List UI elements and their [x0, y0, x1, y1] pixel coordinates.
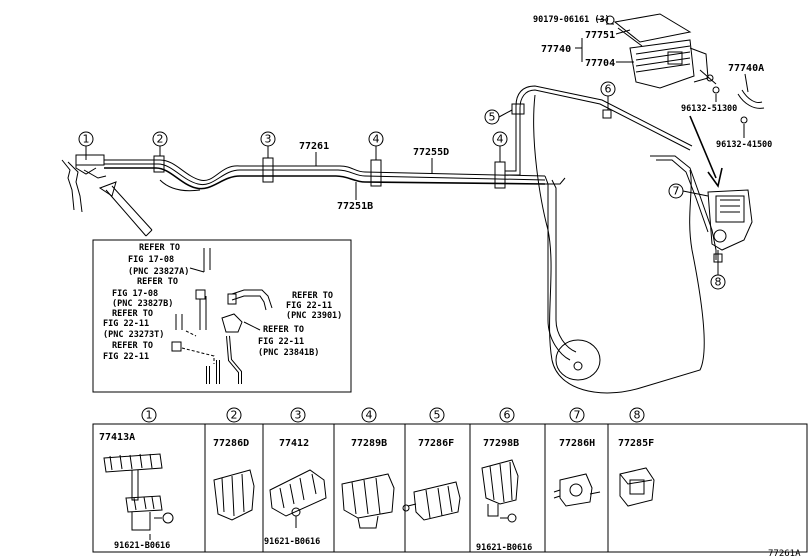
svg-text:FIG 17-08: FIG 17-08	[112, 289, 158, 299]
inset-ref-4: REFER TO FIG 22-11	[103, 341, 153, 362]
clamp-77298B-drawing	[481, 459, 519, 523]
clamp-table: 1 2 3 4 5 6 7 8 77413A 77286D 77412 7728…	[92, 407, 808, 553]
svg-text:FIG 22-11: FIG 22-11	[286, 301, 332, 311]
main-part-labels: 90179-06161 (3) 77751 77740 77704 77740A…	[299, 15, 772, 212]
callout-8: 8	[715, 276, 722, 289]
clamp-77286F-drawing	[402, 481, 461, 521]
table-bolt-3: 91621-B0616	[264, 537, 320, 547]
label-77751: 77751	[585, 30, 615, 41]
inset-ref-5: REFER TO FIG 22-11 (PNC 23901)	[286, 291, 342, 321]
table-header-8: 8	[634, 409, 641, 422]
clamp-77286D-drawing	[213, 469, 255, 521]
callout-4b: 4	[497, 133, 504, 146]
table-header: 1 2 3 4 5 6 7 8	[141, 407, 645, 423]
label-77255D: 77255D	[413, 147, 449, 158]
callout-2: 2	[157, 133, 164, 146]
inset-ref-2: REFER TO FIG 17-08 (PNC 23827B)	[112, 277, 178, 309]
table-part-77286H: 77286H	[559, 438, 595, 449]
callout-6: 6	[605, 83, 612, 96]
callout-7: 7	[673, 185, 680, 198]
callout-1: 1	[83, 133, 90, 146]
clamp-77413A-drawing	[103, 453, 174, 540]
callout-4a: 4	[373, 133, 380, 146]
label-77740: 77740	[541, 44, 571, 55]
table-header-2: 2	[231, 409, 238, 422]
clamp-77286H-drawing	[553, 473, 601, 507]
svg-text:REFER TO: REFER TO	[137, 277, 178, 287]
svg-text:REFER TO: REFER TO	[139, 243, 180, 253]
charcoal-canister	[605, 13, 765, 124]
label-96132-51300: 96132-51300	[681, 104, 737, 114]
inset-ref-6: REFER TO FIG 22-11 (PNC 23841B)	[258, 325, 319, 358]
figure-code: 77261A	[768, 549, 801, 559]
inset-ref-3: REFER TO FIG 22-11 (PNC 23273T)	[103, 309, 164, 340]
svg-text:REFER TO: REFER TO	[292, 291, 333, 301]
table-bolt-6: 91621-B0616	[476, 543, 532, 553]
svg-text:REFER TO: REFER TO	[112, 341, 153, 351]
label-90179: 90179-06161 (3)	[533, 15, 610, 25]
svg-text:(PNC 23273T): (PNC 23273T)	[103, 330, 164, 340]
svg-text:FIG 17-08: FIG 17-08	[128, 255, 174, 265]
svg-text:REFER TO: REFER TO	[112, 309, 153, 319]
label-96132-41500: 96132-41500	[716, 140, 772, 150]
clamp-77289B-drawing	[341, 473, 395, 529]
table-part-77412: 77412	[279, 438, 309, 449]
inset-detail: REFER TO FIG 17-08 (PNC 23827A) REFER TO…	[92, 239, 352, 393]
svg-text:(PNC 23841B): (PNC 23841B)	[258, 348, 319, 358]
table-header-3: 3	[295, 409, 302, 422]
clamp-77412-drawing	[269, 469, 327, 528]
label-77251B: 77251B	[337, 201, 373, 212]
fuel-tube-assembly	[61, 85, 753, 394]
svg-text:(PNC 23827A): (PNC 23827A)	[128, 267, 189, 277]
label-77704: 77704	[585, 58, 615, 69]
table-header-7: 7	[574, 409, 581, 422]
callout-markers: 1 2 3 4 4 5 6 7 8	[78, 81, 726, 290]
table-header-6: 6	[504, 409, 511, 422]
table-header-4: 4	[366, 409, 373, 422]
svg-text:(PNC 23827B): (PNC 23827B)	[112, 299, 173, 309]
callout-5: 5	[489, 111, 496, 124]
table-header-5: 5	[434, 409, 441, 422]
table-part-77286D: 77286D	[213, 438, 249, 449]
table-part-77285F: 77285F	[618, 438, 654, 449]
svg-text:REFER TO: REFER TO	[263, 325, 304, 335]
callout-3: 3	[265, 133, 272, 146]
label-77740A: 77740A	[728, 63, 764, 74]
table-part-77298B: 77298B	[483, 438, 519, 449]
svg-text:FIG 22-11: FIG 22-11	[103, 352, 149, 362]
clamp-77285F-drawing	[619, 467, 655, 507]
table-part-77413A: 77413A	[99, 432, 135, 443]
label-77261: 77261	[299, 141, 329, 152]
inset-ref-1: REFER TO FIG 17-08 (PNC 23827A)	[128, 243, 189, 277]
table-bolt-1: 91621-B0616	[114, 541, 170, 551]
svg-text:FIG 22-11: FIG 22-11	[103, 319, 149, 329]
table-header-1: 1	[146, 409, 153, 422]
svg-text:FIG 22-11: FIG 22-11	[258, 337, 304, 347]
table-part-77286F: 77286F	[418, 438, 454, 449]
table-part-77289B: 77289B	[351, 438, 387, 449]
svg-text:(PNC 23901): (PNC 23901)	[286, 311, 342, 321]
